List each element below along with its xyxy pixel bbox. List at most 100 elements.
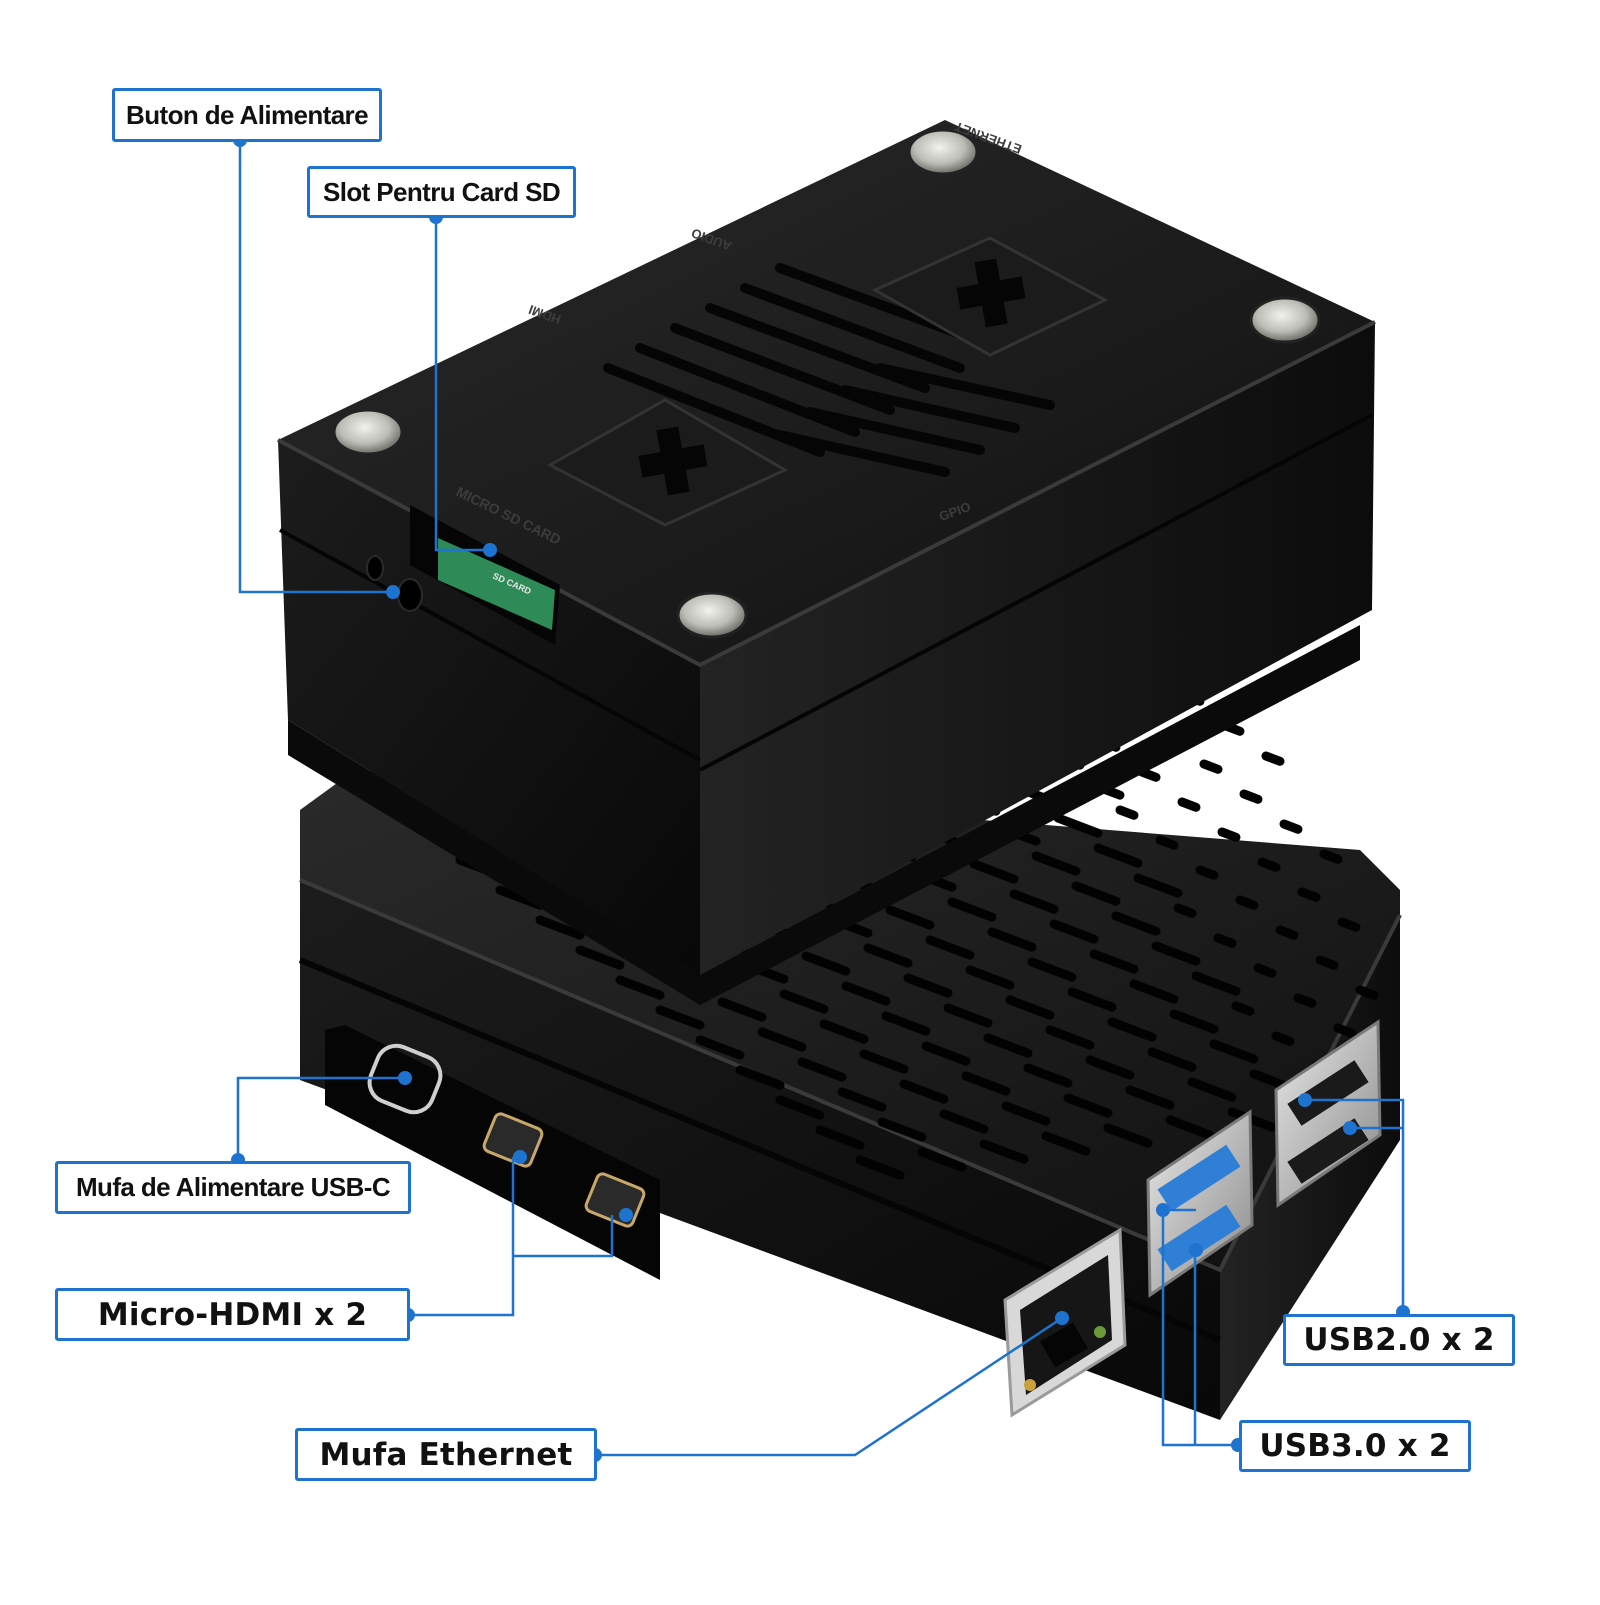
vent-slot <box>1071 881 1121 906</box>
top-case: ETHERNET AUDIO HDMI GPIO MICRO SD CARD S… <box>277 119 1376 1005</box>
vent-slot <box>1315 955 1339 970</box>
mounting-pad-2 <box>871 236 1109 357</box>
vent-slot <box>917 1147 967 1172</box>
vent-slot <box>1213 933 1237 948</box>
vent-slot <box>1089 949 1139 974</box>
vent-slot <box>1275 925 1299 940</box>
vent-slot <box>1107 1017 1157 1042</box>
vent-slot <box>717 997 767 1022</box>
vent-slot <box>1169 1009 1219 1034</box>
vent-slot <box>1085 1055 1135 1080</box>
vent-slot <box>1191 971 1241 996</box>
sd-card-slot: SD CARD <box>410 505 560 645</box>
vent-slot <box>779 989 829 1014</box>
vent-slot <box>965 965 1015 990</box>
top-case-top-face <box>278 120 1375 665</box>
vent-slot <box>1031 851 1081 876</box>
callout-ethernet-label: Mufa Ethernet <box>319 1436 573 1473</box>
power-button-hole <box>366 555 384 581</box>
vent-slot <box>1297 887 1321 902</box>
callout-usb-c-power-label: Mufa de Alimentare USB-C <box>75 1172 391 1202</box>
vent-slot <box>1045 1025 1095 1050</box>
callout-usb-c-power: Mufa de Alimentare USB-C <box>55 1161 411 1214</box>
vent-slot <box>1103 1123 1153 1148</box>
vent-slot <box>535 915 585 940</box>
vent-slot <box>757 1027 807 1052</box>
vent-slot <box>877 1117 927 1142</box>
vent-slot <box>939 1109 989 1134</box>
vent-slot <box>1333 1023 1357 1038</box>
vent-slot <box>1137 767 1161 782</box>
vent-slot <box>1217 827 1241 842</box>
callout-micro-hdmi: Micro-HDMI x 2 <box>55 1288 410 1341</box>
vent-slot <box>801 951 851 976</box>
vent-slot <box>1063 1093 1113 1118</box>
sd-card <box>438 538 555 630</box>
screw-4 <box>676 591 748 639</box>
vent-slot <box>1027 957 1077 982</box>
vent-slot <box>1239 789 1263 804</box>
vent-slot <box>1227 1107 1277 1132</box>
vent-slot <box>841 981 891 1006</box>
callout-micro-hdmi-label: Micro-HDMI x 2 <box>97 1296 368 1333</box>
vent-slot <box>1199 759 1223 774</box>
vent-slot <box>1253 963 1277 978</box>
vent-slot <box>815 1125 865 1150</box>
vent-slot <box>921 1041 971 1066</box>
top-case-front-face <box>278 440 700 975</box>
vent-slot <box>1165 1115 1215 1140</box>
vent-slot <box>1133 873 1183 898</box>
vent-slot <box>863 943 913 968</box>
callout-usb2: USB2.0 x 2 <box>1283 1314 1515 1366</box>
vent-slot <box>925 935 975 960</box>
vent-slot <box>1261 751 1285 766</box>
vent-slot <box>1053 813 1103 838</box>
vent-slot <box>943 1003 993 1028</box>
power-button <box>397 578 423 612</box>
vent-slot <box>1041 1131 1091 1156</box>
vent-slot <box>1173 903 1197 918</box>
vent-slot <box>1111 911 1161 936</box>
vent-slot <box>1355 985 1379 1000</box>
vent-slot <box>1067 987 1117 1012</box>
callout-power-button: Buton de Alimentare <box>112 88 382 142</box>
vent-slot <box>1187 1077 1237 1102</box>
callout-usb2-label: USB2.0 x 2 <box>1303 1322 1495 1358</box>
vent-slot <box>1293 993 1317 1008</box>
vent-slot <box>903 973 953 998</box>
vent-slot <box>1023 1063 1073 1088</box>
top-case-side-face <box>700 322 1375 975</box>
callout-usb3: USB3.0 x 2 <box>1239 1420 1471 1472</box>
vent-slot <box>979 1139 1029 1164</box>
callout-ethernet: Mufa Ethernet <box>295 1428 597 1481</box>
vent-slot <box>1177 797 1201 812</box>
vent-slot <box>855 1155 905 1180</box>
vent-slot <box>1231 1001 1255 1016</box>
vent-slot <box>859 1049 909 1074</box>
vent-slot <box>1195 865 1219 880</box>
vent-slot <box>1115 805 1139 820</box>
mounting-pad-1 <box>546 398 789 527</box>
vent-slot <box>983 1033 1033 1058</box>
vent-slot <box>1319 849 1343 864</box>
vent-slot <box>797 1057 847 1082</box>
micro-hdmi-port-1 <box>482 1112 544 1168</box>
vent-slot <box>1093 843 1143 868</box>
top-grille <box>603 263 1055 477</box>
callout-usb3-label: USB3.0 x 2 <box>1259 1428 1451 1464</box>
vent-slot <box>1129 979 1179 1004</box>
vent-slot <box>655 1005 705 1030</box>
vent-slot <box>961 1071 1011 1096</box>
vent-slot <box>987 927 1037 952</box>
vent-slot <box>881 1011 931 1036</box>
vent-slot <box>1125 1085 1175 1110</box>
vent-slot <box>1279 819 1303 834</box>
vent-slot <box>969 859 1019 884</box>
vent-slot <box>1001 1101 1051 1126</box>
vent-slot <box>1147 1047 1197 1072</box>
vent-slot <box>1271 1031 1295 1046</box>
callout-sd-slot-label: Slot Pentru Card SD <box>322 176 561 207</box>
vent-slot <box>775 1095 825 1120</box>
